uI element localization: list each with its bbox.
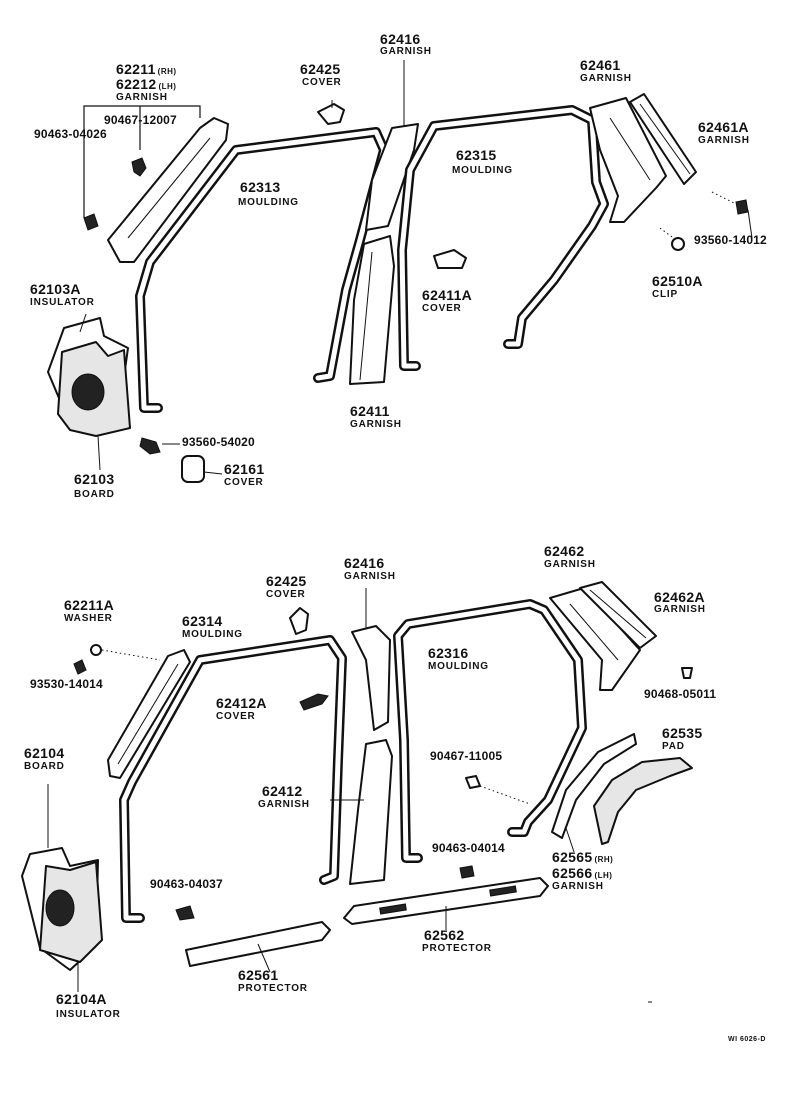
label-62561-name: PROTECTOR <box>238 983 308 994</box>
label-62562-name: PROTECTOR <box>422 943 492 954</box>
label-62211: 62211(RH) <box>116 61 177 77</box>
clip-90463-04037 <box>175 905 195 921</box>
label-62561: 62561 <box>238 967 279 983</box>
label-93560-54020: 93560-54020 <box>182 435 255 449</box>
label-62103: 62103 <box>74 471 115 487</box>
label-62510A-name: CLIP <box>652 289 678 300</box>
label-62461A: 62461A <box>698 119 749 135</box>
label-62104A: 62104A <box>56 991 107 1007</box>
label-62461-name: GARNISH <box>580 73 632 84</box>
clip-62510A <box>671 237 685 251</box>
label-62566: 62566(LH) <box>552 865 613 881</box>
screw-93530-14014 <box>73 659 87 675</box>
label-62425-lower-name: COVER <box>266 589 306 600</box>
label-62412-name: GARNISH <box>258 799 310 810</box>
pad-62535 <box>593 757 693 845</box>
cover-62411A <box>433 249 467 269</box>
label-62425: 62425 <box>300 61 341 77</box>
clip-90468-05011 <box>681 667 693 679</box>
garnish-62565 <box>551 733 637 839</box>
label-62103A: 62103A <box>30 281 81 297</box>
label-62566-name: GARNISH <box>552 881 604 892</box>
cover-62161 <box>181 455 205 483</box>
label-62461A-name: GARNISH <box>698 135 750 146</box>
label-62412A: 62412A <box>216 695 267 711</box>
label-62211A-name: WASHER <box>64 613 113 624</box>
label-62411: 62411 <box>350 403 390 419</box>
screw-93560-14012 <box>735 199 749 215</box>
label-62416-name: GARNISH <box>380 46 432 57</box>
label-62212: 62212(LH) <box>116 76 177 92</box>
label-90467-11005: 90467-11005 <box>430 749 503 763</box>
garnish-62462A <box>579 581 657 649</box>
label-62161-name: COVER <box>224 477 264 488</box>
label-62411A: 62411A <box>422 287 473 303</box>
label-62104-name: BOARD <box>24 761 65 772</box>
label-62212-name: GARNISH <box>116 92 168 103</box>
label-62462A-name: GARNISH <box>654 604 706 615</box>
label-62412A-name: COVER <box>216 711 256 722</box>
label-62104A-name: INSULATOR <box>56 1009 121 1020</box>
label-62316: 62316 <box>428 645 469 661</box>
label-62315: 62315 <box>456 147 497 163</box>
label-62313: 62313 <box>240 179 281 195</box>
garnish-62461 <box>589 97 667 223</box>
label-62161: 62161 <box>224 461 265 477</box>
label-62562: 62562 <box>424 927 465 943</box>
label-62510A: 62510A <box>652 273 703 289</box>
label-62535: 62535 <box>662 725 703 741</box>
label-93530-14014: 93530-14014 <box>30 677 103 691</box>
garnish-62411 <box>349 235 395 385</box>
label-90463-04014: 90463-04014 <box>432 841 505 855</box>
speaker-grille-lower <box>45 889 75 927</box>
label-62411-name: GARNISH <box>350 419 402 430</box>
clip-90467-11005 <box>465 775 481 789</box>
garnish-62416-lower <box>351 625 391 731</box>
cover-62425 <box>317 103 345 125</box>
label-62211A: 62211A <box>64 597 115 613</box>
label-62461: 62461 <box>580 57 621 73</box>
label-bracket <box>83 105 201 218</box>
label-62416: 62416 <box>380 31 421 47</box>
label-62565: 62565(RH) <box>552 849 614 865</box>
label-62411A-name: COVER <box>422 303 462 314</box>
label-62314: 62314 <box>182 613 223 629</box>
label-62462: 62462 <box>544 543 585 559</box>
moulding-62316 <box>393 599 587 863</box>
clip-90463-04026 <box>83 213 99 231</box>
label-62462A: 62462A <box>654 589 705 605</box>
label-62425-lower: 62425 <box>266 573 307 589</box>
label-62314-name: MOULDING <box>182 629 243 640</box>
label-62416-lower-name: GARNISH <box>344 571 396 582</box>
clip-90463-04014 <box>459 865 475 879</box>
footer-code: WI 6026-D <box>728 1036 766 1043</box>
washer-62211A <box>90 644 102 656</box>
garnish-62461A <box>629 93 697 185</box>
moulding-62315 <box>397 105 609 371</box>
label-62313-name: MOULDING <box>238 197 299 208</box>
label-93560-14012: 93560-14012 <box>694 233 767 247</box>
label-62104: 62104 <box>24 745 65 761</box>
label-90463-04037: 90463-04037 <box>150 877 223 891</box>
label-90463-04026: 90463-04026 <box>34 127 107 141</box>
label-62535-name: PAD <box>662 741 685 752</box>
label-62462-name: GARNISH <box>544 559 596 570</box>
label-62103-name: BOARD <box>74 489 115 500</box>
label-62412: 62412 <box>262 783 303 799</box>
label-62416-lower: 62416 <box>344 555 385 571</box>
cover-62412A <box>299 693 329 711</box>
label-62316-name: MOULDING <box>428 661 489 672</box>
screw-93560-54020 <box>139 437 161 455</box>
label-90468-05011: 90468-05011 <box>644 687 717 701</box>
speaker-grille <box>71 373 105 411</box>
label-62315-name: MOULDING <box>452 165 513 176</box>
cover-62425-lower <box>289 607 309 635</box>
garnish-62416 <box>365 123 419 231</box>
garnish-62412 <box>349 739 393 885</box>
label-62425-name: COVER <box>302 77 342 88</box>
label-90467-12007: 90467-12007 <box>104 113 177 127</box>
clip-90467-12007 <box>131 157 147 177</box>
label-62103A-name: INSULATOR <box>30 297 95 308</box>
